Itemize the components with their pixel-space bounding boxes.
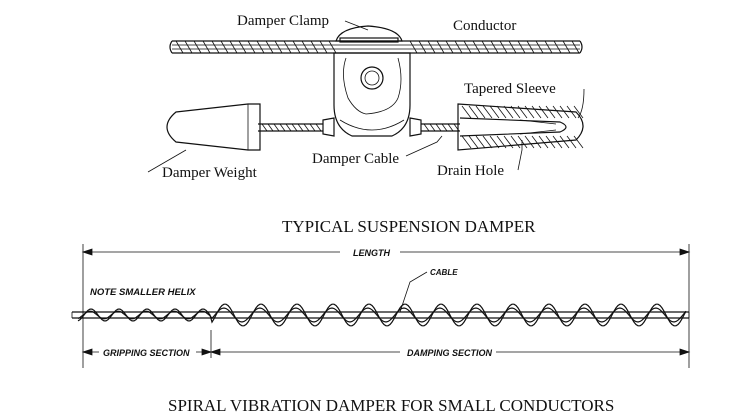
label-cable: CABLE bbox=[430, 268, 458, 277]
clamp-strap bbox=[339, 37, 399, 43]
label-length: LENGTH bbox=[353, 248, 390, 258]
label-damping-section: DAMPING SECTION bbox=[407, 348, 493, 358]
damper-cable-drawing bbox=[258, 123, 460, 132]
helix-inner bbox=[77, 307, 687, 323]
label-damper-cable: Damper Cable bbox=[312, 151, 399, 167]
label-damper-weight: Damper Weight bbox=[162, 165, 258, 181]
damper-clamp-cap bbox=[335, 25, 403, 42]
damper-clamp-body bbox=[333, 52, 411, 137]
label-tapered-sleeve: Tapered Sleeve bbox=[464, 81, 556, 97]
label-drain-hole: Drain Hole bbox=[437, 163, 504, 179]
spiral-damper-figure: LENGTH CABLE NOTE SMALLER HELIX GRIPPING… bbox=[71, 244, 691, 415]
caption-bottom: SPIRAL VIBRATION DAMPER FOR SMALL CONDUC… bbox=[168, 396, 614, 415]
suspension-damper-figure: Damper Clamp Conductor Tapered Sleeve Da… bbox=[147, 13, 585, 236]
label-conductor: Conductor bbox=[453, 18, 516, 34]
leader-lines bbox=[147, 20, 585, 173]
cable-leader bbox=[399, 271, 428, 313]
caption-top: TYPICAL SUSPENSION DAMPER bbox=[282, 217, 536, 236]
helix-outer bbox=[77, 303, 687, 327]
section-dimensions bbox=[81, 330, 691, 358]
clamp-bolt bbox=[360, 66, 384, 90]
conductor-drawing bbox=[169, 40, 583, 54]
label-note-smaller-helix: NOTE SMALLER HELIX bbox=[90, 287, 196, 298]
label-gripping-section: GRIPPING SECTION bbox=[103, 348, 190, 358]
damper-weight bbox=[166, 103, 261, 151]
spiral-conductor bbox=[71, 303, 690, 327]
tapered-sleeve bbox=[457, 103, 584, 151]
length-dimension bbox=[81, 244, 691, 368]
label-damper-clamp: Damper Clamp bbox=[237, 13, 329, 29]
